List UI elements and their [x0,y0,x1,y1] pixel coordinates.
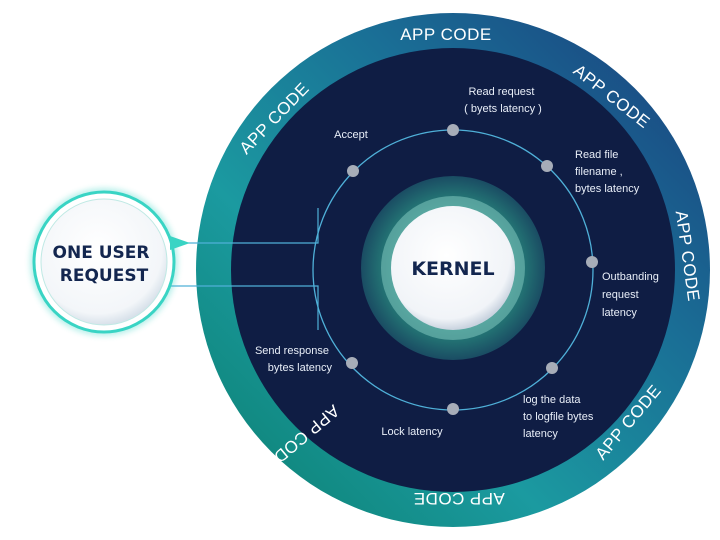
step-dot-read-file [541,160,553,172]
step-label-lock: Lock latency [381,426,443,438]
step-label-read-request: Read request ( byets latency ) [464,86,542,115]
step-dot-read-request [447,124,459,136]
request-bubble-face [40,198,168,326]
step-label-outbanding: Outbanding request latency [602,271,662,319]
step-dot-outbanding [586,256,598,268]
step-label-read-file: Read file filename , bytes latency [575,149,640,195]
step-label-send-response: Send response bytes latency [255,345,333,374]
connector-line-lower [165,285,319,330]
step-dot-lock [447,403,459,415]
step-label-accept: Accept [334,129,368,141]
kernel-core [391,206,515,330]
step-dot-accept [347,165,359,177]
kernel-label: KERNEL [411,258,494,280]
request-bubble-pointer [170,236,190,250]
step-dot-send-response [346,357,358,369]
app-code-label-bottom: APP CODE [413,489,505,508]
step-label-log-data: log the data to logfile bytes latency [523,394,596,440]
step-dot-log-data [546,362,558,374]
app-code-label-top: APP CODE [400,25,492,44]
connector-line-upper [188,208,319,244]
request-bubble-label: ONE USER REQUEST [53,243,156,286]
